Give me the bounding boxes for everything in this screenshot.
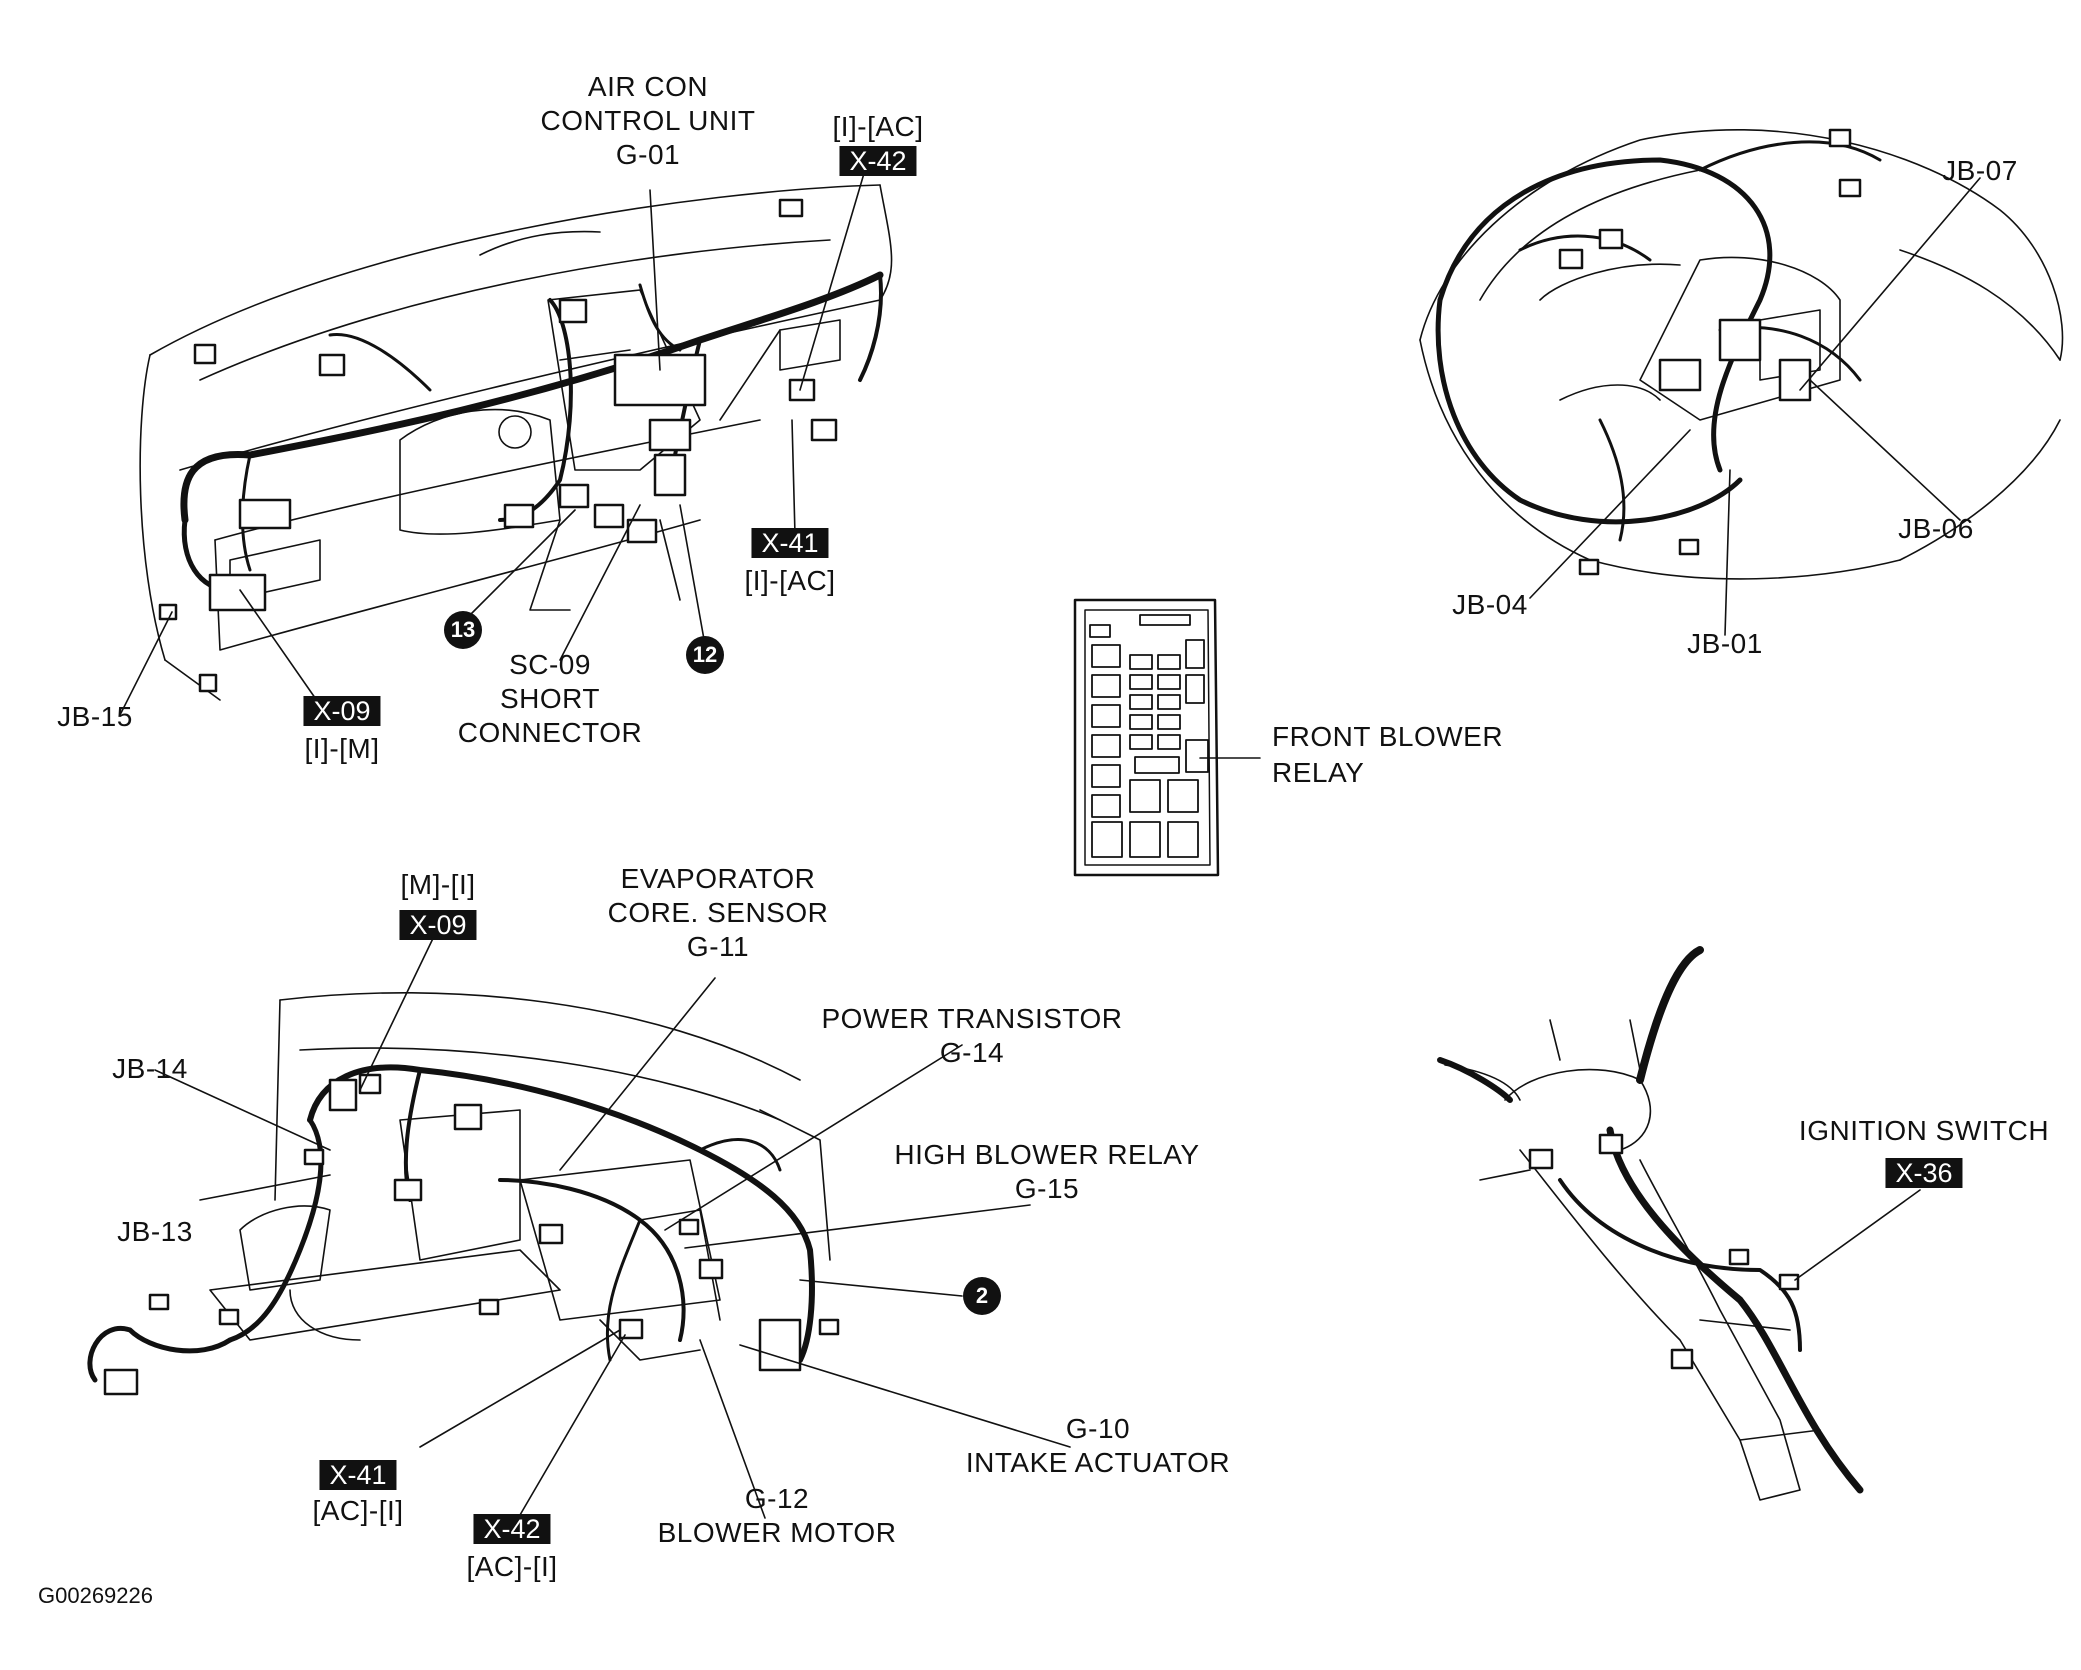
- instrument-panel-drawing: [119, 169, 893, 716]
- high-blower-relay-code: G-15: [1014, 1173, 1080, 1204]
- high-blower-relay-label: HIGH BLOWER RELAY: [894, 1139, 1200, 1170]
- air-con-unit-label-line2: CONTROL UNIT: [540, 105, 756, 136]
- sc09-label-line1: SHORT: [500, 683, 600, 714]
- x09-left-badge: X-09: [303, 696, 381, 726]
- x41-lower-tag: [AC]-[I]: [312, 1495, 404, 1526]
- lower-dash-drawing: [87, 927, 1071, 1519]
- steering-column-drawing: [1437, 946, 1921, 1501]
- evaporator-label-line2: CORE. SENSOR: [607, 897, 829, 928]
- sc09-label-line2: CONNECTOR: [457, 717, 643, 748]
- figure-id: G00269226: [38, 1583, 153, 1608]
- jb04-label: JB-04: [1452, 589, 1528, 620]
- jb15-label: JB-15: [57, 701, 133, 732]
- callout-12: 12: [686, 636, 724, 674]
- front-blower-relay-label-line1: FRONT BLOWER: [1272, 721, 1504, 752]
- air-con-unit-code: G-01: [615, 139, 681, 170]
- callout-13: 13: [444, 611, 482, 649]
- x41-lower-badge: X-41: [319, 1460, 397, 1490]
- x09-lower-badge: X-09: [399, 910, 477, 940]
- engine-bay-drawing: [1419, 128, 2064, 636]
- power-transistor-code: G-14: [939, 1037, 1005, 1068]
- callout-2: 2: [963, 1277, 1001, 1315]
- intake-actuator-code: G-10: [1065, 1413, 1131, 1444]
- x41-top-tag: [I]-[AC]: [744, 565, 836, 596]
- fuse-box-drawing: [1073, 598, 1261, 877]
- jb07-label: JB-07: [1942, 155, 2018, 186]
- jb13-label: JB-13: [117, 1216, 193, 1247]
- evaporator-label-line1: EVAPORATOR: [620, 863, 816, 894]
- x36-badge: X-36: [1885, 1158, 1963, 1188]
- jb14-label: JB-14: [112, 1053, 188, 1084]
- air-con-unit-label-line1: AIR CON: [587, 71, 709, 102]
- sc09-code: SC-09: [509, 649, 591, 680]
- ignition-switch-label: IGNITION SWITCH: [1798, 1115, 2050, 1146]
- x42-lower-tag: [AC]-[I]: [466, 1551, 558, 1582]
- jb06-label: JB-06: [1898, 513, 1974, 544]
- x41-top-badge: X-41: [751, 528, 829, 558]
- x42-lower-badge: X-42: [473, 1514, 551, 1544]
- intake-actuator-label: INTAKE ACTUATOR: [965, 1447, 1231, 1478]
- evaporator-code: G-11: [686, 931, 750, 962]
- x42-top-badge: X-42: [839, 146, 917, 176]
- x42-top-tag: [I]-[AC]: [832, 111, 924, 142]
- blower-motor-label: BLOWER MOTOR: [657, 1517, 897, 1548]
- power-transistor-label: POWER TRANSISTOR: [821, 1003, 1123, 1034]
- blower-motor-code: G-12: [744, 1483, 810, 1514]
- x09-left-tag: [I]-[M]: [304, 733, 380, 764]
- jb01-label: JB-01: [1687, 628, 1763, 659]
- x09-lower-tag: [M]-[I]: [400, 869, 476, 900]
- front-blower-relay-label-line2: RELAY: [1272, 757, 1365, 788]
